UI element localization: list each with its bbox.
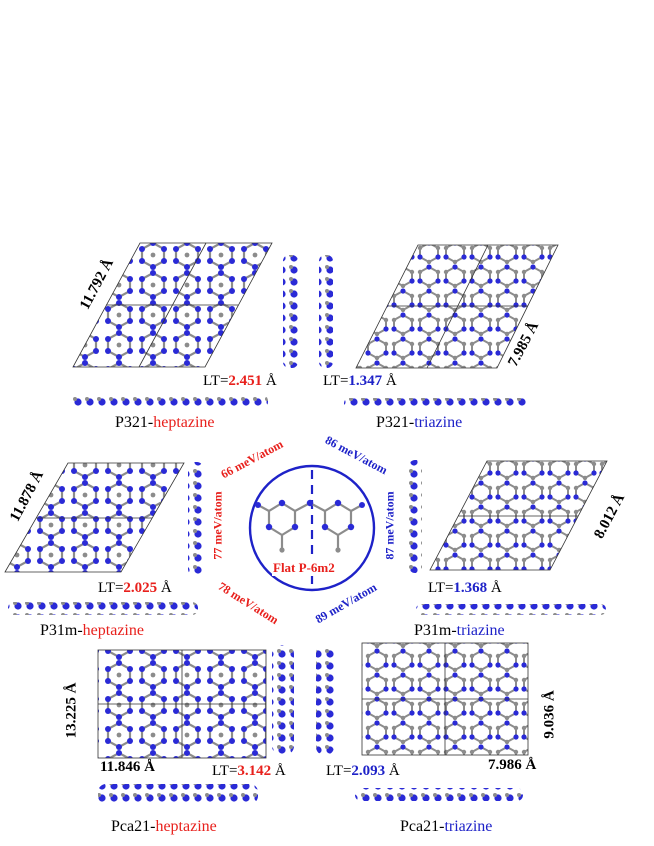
pca21-triazine-name: Pca21-triazine (400, 818, 493, 835)
p31m-triazine-top-view (429, 460, 608, 571)
pca21-triazine-lattice-b: 9.036 Å (541, 690, 558, 739)
pca21-heptazine-edge-view (98, 784, 258, 804)
p31m-triazine-lt: LT=1.368 Å (428, 580, 502, 596)
p321-triazine-edge-view (344, 398, 528, 409)
pca21-heptazine-lattice-a: 11.846 Å (100, 759, 156, 775)
pca21-triazine-lt: LT=2.093 Å (326, 763, 400, 779)
p321-heptazine-top-view (72, 242, 273, 368)
pca21-heptazine-top-view (97, 649, 267, 759)
pca21-triazine-side-view (316, 645, 334, 755)
p31m-heptazine-lt: LT=2.025 Å (98, 580, 172, 596)
pca21-heptazine-side-view (272, 645, 294, 755)
pca21-triazine-lattice-a: 7.986 Å (488, 757, 537, 773)
p321-triazine-name: P321-triazine (376, 414, 463, 431)
center-circle (248, 464, 376, 592)
p31m-heptazine-name: P31m-heptazine (40, 622, 144, 639)
p31m-triazine-side-view (409, 460, 422, 573)
pca21-heptazine-lt: LT=3.142 Å (212, 763, 286, 779)
p321-triazine-lt: LT=1.347 Å (323, 373, 397, 389)
p321-heptazine-side-view (283, 255, 298, 368)
pca21-heptazine-lattice-b: 13.225 Å (63, 682, 80, 739)
center-flat-structure (248, 464, 376, 592)
center-label: Flat P-6m2 (272, 560, 336, 576)
p31m-heptazine-edge-view (8, 602, 198, 615)
p321-heptazine-name: P321-heptazine (115, 414, 215, 431)
p31m-triazine-name: P31m-triazine (414, 622, 505, 639)
p321-triazine-top-view (355, 244, 559, 369)
p31m-triazine-edge-view (416, 604, 606, 615)
p321-triazine-side-view (319, 255, 333, 368)
p321-heptazine-lt: LT=2.451 Å (203, 373, 277, 389)
pca21-heptazine-name: Pca21-heptazine (111, 818, 217, 835)
p31m-heptazine-side-view (188, 462, 203, 575)
energy-p31m-heptazine: 77 meV/atom (210, 491, 225, 560)
pca21-triazine-top-view (361, 642, 529, 756)
energy-p31m-triazine: 87 meV/atom (382, 491, 397, 560)
p321-heptazine-edge-view (70, 395, 268, 408)
pca21-triazine-edge-view (355, 788, 523, 801)
p31m-heptazine-top-view (4, 462, 185, 573)
